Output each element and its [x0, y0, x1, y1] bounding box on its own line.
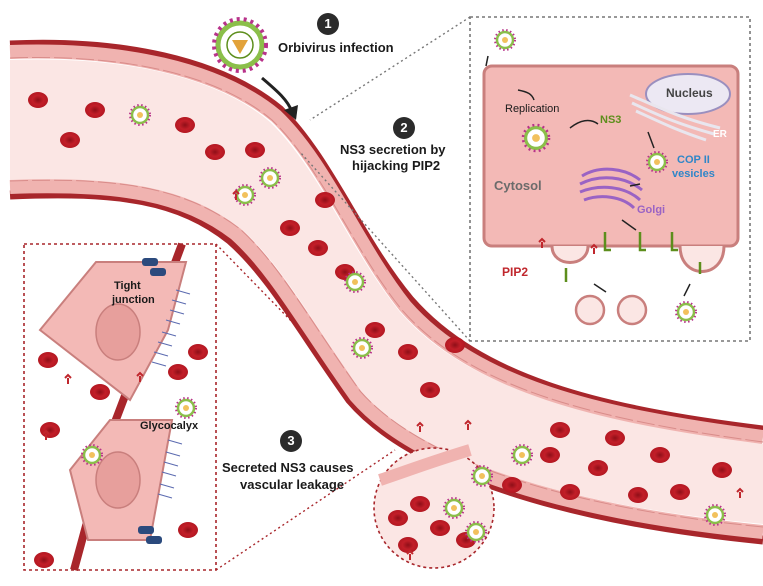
step-3-label-line2: vascular leakage: [240, 477, 345, 492]
rbc: [188, 344, 208, 360]
rbc: [502, 477, 522, 493]
ns3-membrane: [564, 232, 702, 282]
rbc: [315, 192, 335, 208]
tight-junction-label-line2: junction: [112, 294, 155, 306]
rbc: [670, 484, 690, 500]
tight-junction-icon: [138, 258, 166, 544]
rbc: [398, 537, 418, 553]
orbivirus-icon: [212, 17, 268, 73]
step-3-badge: 3: [280, 430, 302, 452]
replication-label: Replication: [505, 103, 560, 115]
rbc: [280, 220, 300, 236]
cytosol-label: Cytosol: [494, 178, 542, 193]
rbc: [168, 364, 188, 380]
rbc: [398, 344, 418, 360]
step-2-label-line1: NS3 secretion by: [340, 142, 446, 157]
rbc: [175, 117, 195, 133]
rbc: [540, 447, 560, 463]
step-3-label-line1: Secreted NS3 causes: [222, 460, 354, 475]
rbc: [560, 484, 580, 500]
rbc: [650, 447, 670, 463]
rbc: [430, 520, 450, 536]
junction-inset: [23, 242, 396, 572]
golgi: [579, 167, 643, 210]
rbc: [178, 522, 198, 538]
rbc: [365, 322, 385, 338]
rbc: [60, 132, 80, 148]
rbc: [28, 92, 48, 108]
step-2-label-line2: hijacking PIP2: [352, 158, 441, 173]
step-1-badge: 1: [317, 13, 339, 35]
blood-vessel: [9, 39, 763, 545]
rbc: [34, 552, 54, 568]
cop-label-line1: COP II: [677, 154, 710, 166]
glycocalyx-label: Glycocalyx: [140, 420, 199, 432]
tight-junction-label-line1: Tight: [114, 280, 141, 292]
nucleus: [645, 73, 731, 115]
glycocalyx-strands: [151, 289, 191, 499]
rbc: [245, 142, 265, 158]
rbc: [308, 240, 328, 256]
step-2-badge: 2: [393, 117, 415, 139]
cell-inset: [299, 16, 751, 342]
rbc: [628, 487, 648, 503]
rbc: [588, 460, 608, 476]
rbc: [420, 382, 440, 398]
leakage-site: [373, 444, 495, 569]
rbc: [550, 422, 570, 438]
rbc: [410, 496, 430, 512]
pip2-label: PIP2: [502, 265, 529, 279]
rbc: [445, 337, 465, 353]
golgi-label: Golgi: [637, 204, 666, 216]
step-1-label: Orbivirus infection: [278, 40, 394, 55]
rbc: [388, 510, 408, 526]
endoplasmic-reticulum: [629, 93, 721, 142]
rbc: [605, 430, 625, 446]
vessel-lumen: [10, 59, 763, 524]
rbc: [712, 462, 732, 478]
endothelium-lower: [9, 179, 763, 539]
rbc: [38, 352, 58, 368]
cop-label-line2: vesicles: [672, 168, 715, 180]
pathway-arrows: [485, 55, 691, 297]
endothelium-upper: [9, 44, 763, 444]
nucleus-label: Nucleus: [666, 86, 713, 100]
rbc: [205, 144, 225, 160]
er-label: ER: [713, 129, 727, 140]
rbc: [40, 422, 60, 438]
rbc: [85, 102, 105, 118]
rbc: [90, 384, 110, 400]
ns3-label: NS3: [600, 114, 622, 126]
